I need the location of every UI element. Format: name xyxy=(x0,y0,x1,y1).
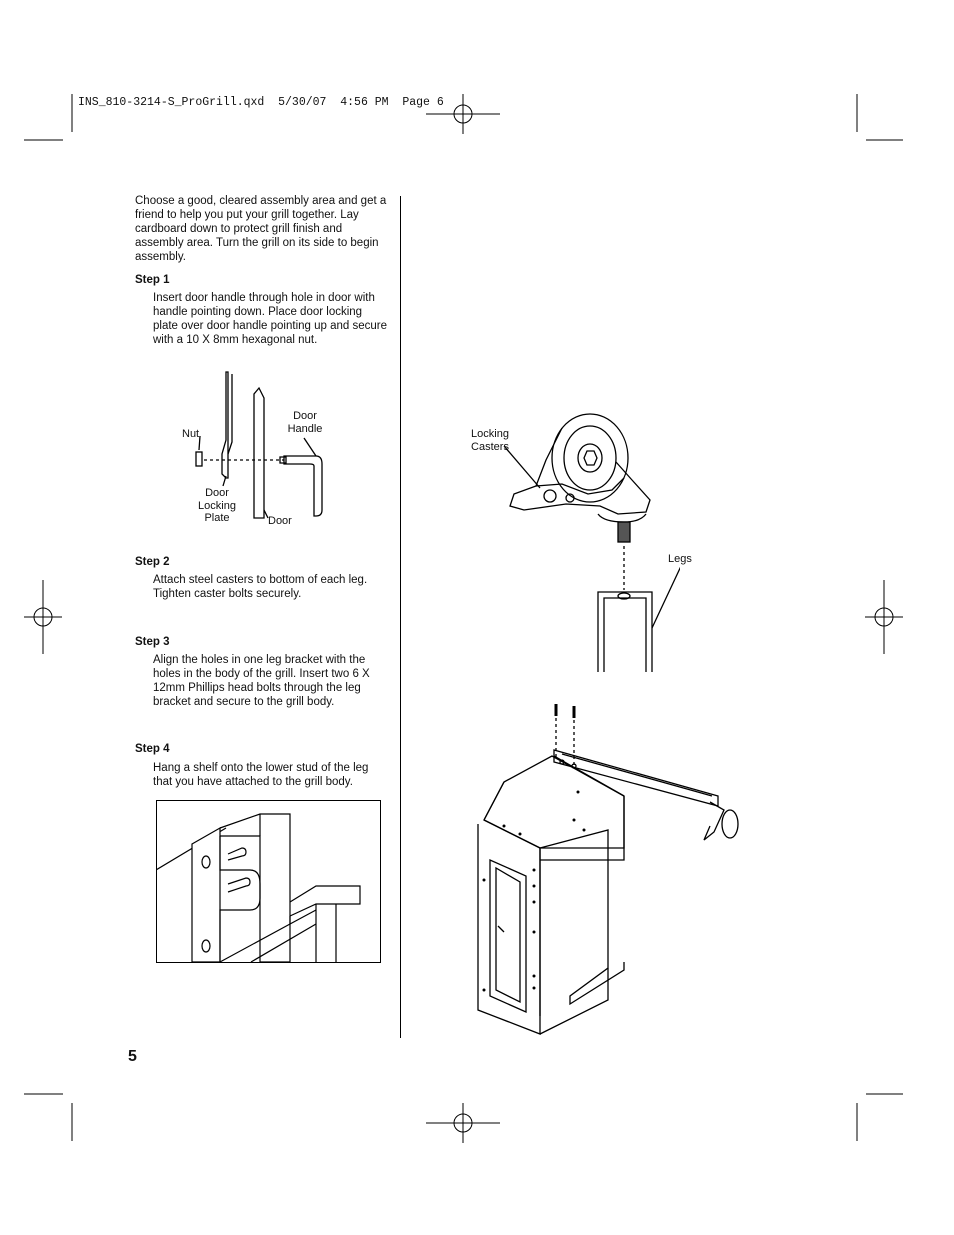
step-3-title: Step 3 xyxy=(135,636,170,648)
step-2-title: Step 2 xyxy=(135,556,170,568)
shelf-stud-diagram xyxy=(156,800,381,963)
door-handle-diagram xyxy=(195,371,323,519)
step-1-text: Insert door handle through hole in door … xyxy=(153,292,388,346)
label-door-locking-plate: Door Locking Plate xyxy=(198,487,236,524)
file-slug: INS_810-3214-S_ProGrill.qxd 5/30/07 4:56… xyxy=(78,96,444,109)
label-door: Door xyxy=(268,515,292,527)
step-1-title: Step 1 xyxy=(135,274,170,286)
caster-leg-diagram xyxy=(503,413,680,672)
step-4-text: Hang a shelf onto the lower stud of the … xyxy=(153,762,369,788)
page-number: 5 xyxy=(128,1048,137,1065)
step-3-text: Align the holes in one leg bracket with … xyxy=(153,654,370,708)
intro-paragraph: Choose a good, cleared assembly area and… xyxy=(135,195,387,263)
label-legs: Legs xyxy=(668,553,692,565)
step-4-title: Step 4 xyxy=(135,743,170,755)
step-2-text: Attach steel casters to bottom of each l… xyxy=(153,574,368,600)
label-door-handle: Door Handle xyxy=(287,410,323,435)
grill-body-leg-diagram xyxy=(477,704,739,1035)
label-locking-casters: Locking Casters xyxy=(471,428,509,453)
column-divider xyxy=(400,196,401,1038)
label-nut: Nut xyxy=(182,428,200,440)
